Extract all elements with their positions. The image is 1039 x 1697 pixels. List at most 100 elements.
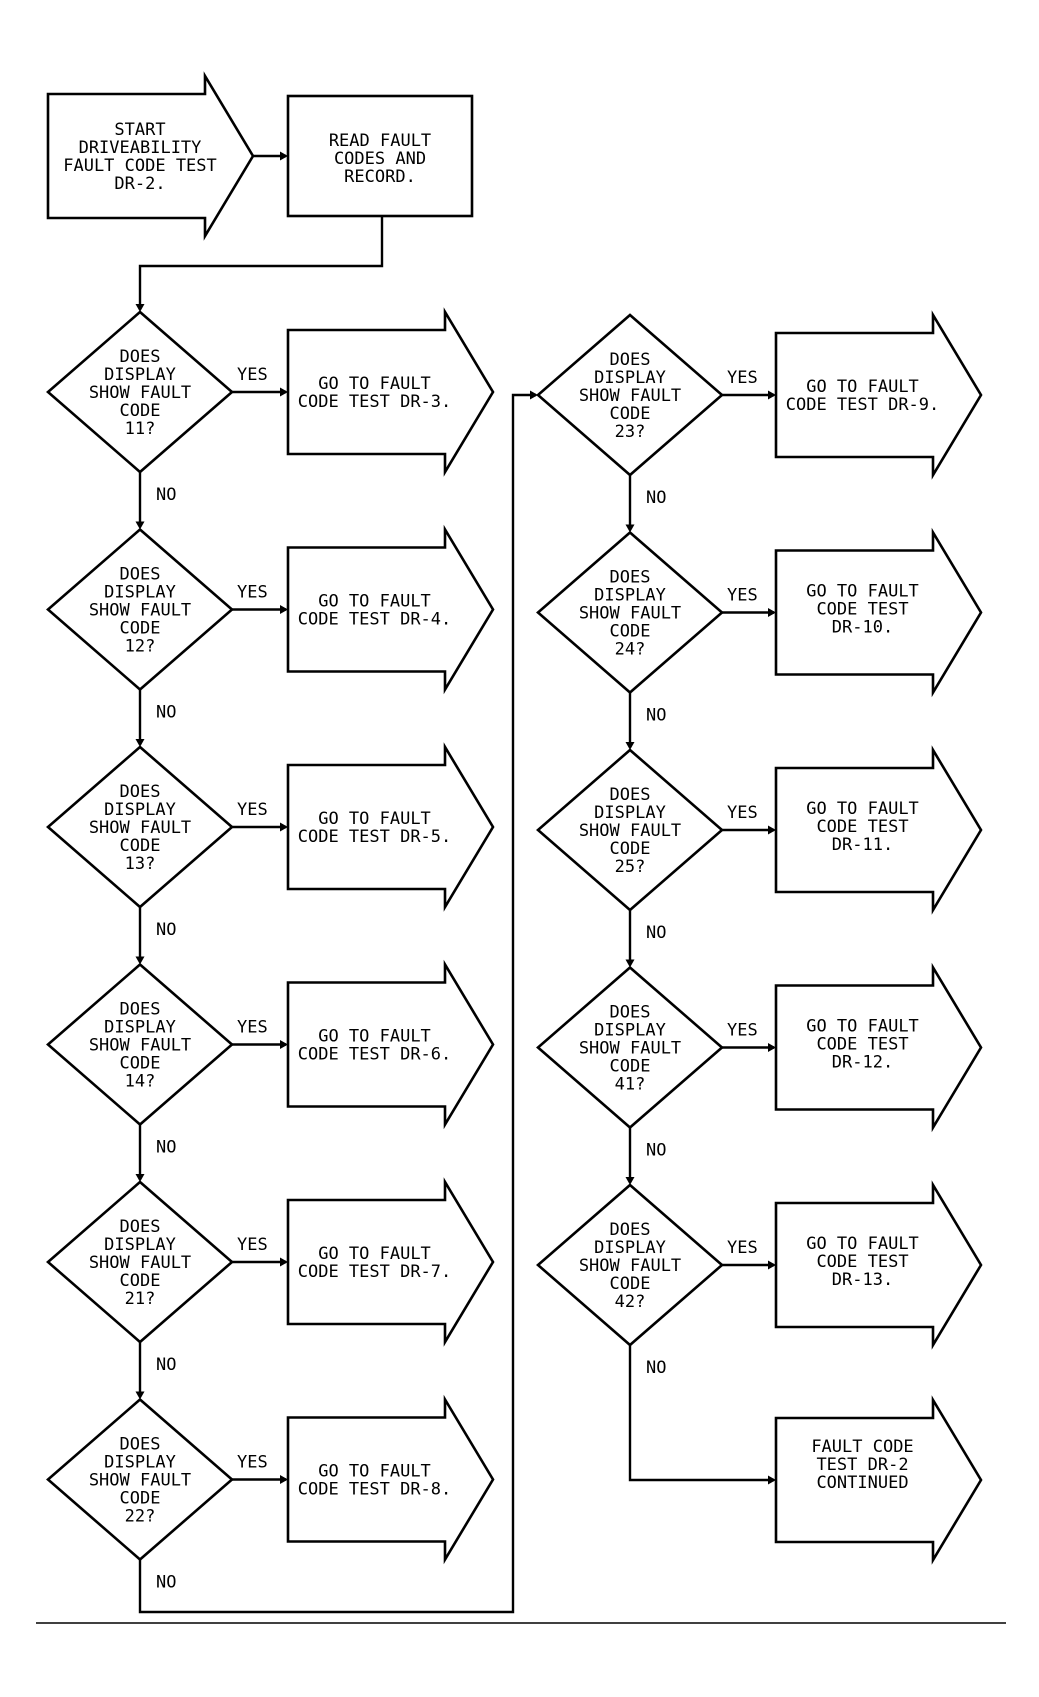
yes-arrowhead [768,390,776,400]
no-label: NO [156,703,176,723]
action-shape [286,1177,495,1347]
decision-diamond [536,965,724,1130]
action-text-line: GO TO FAULT [318,374,431,394]
action-text-line: DR-11. [832,835,893,855]
action-text-line: CODE TEST DR-7. [298,1262,452,1282]
action-text-line: GO TO FAULT [318,592,431,612]
decision-text-line: DOES [610,785,651,805]
decision-text-line: SHOW FAULT [89,1036,191,1056]
no-label: NO [156,1573,176,1593]
decision-diamond [536,1183,724,1347]
decision-diamond [536,530,724,695]
continued-text-line: CONTINUED [816,1473,908,1493]
decision-text-line: DOES [120,347,161,367]
no-label: NO [156,920,176,940]
decision-text-line: SHOW FAULT [89,383,191,403]
action-shape [286,742,495,912]
decision-text-line: CODE [120,619,161,639]
read-codes-text-line: READ FAULT [329,131,431,151]
decision-text-line: SHOW FAULT [579,386,681,406]
decision-text-line: DISPLAY [104,1235,176,1255]
action-shape [774,310,983,480]
action-text-line: GO TO FAULT [318,809,431,829]
no-arrowhead [625,524,635,533]
yes-label: YES [237,800,268,820]
yes-arrowhead [768,608,776,617]
start-text-line: FAULT CODE TEST [63,156,217,176]
decision-diamond [46,745,234,909]
yes-label: YES [727,1021,758,1041]
connector-layer [135,151,776,1614]
start-shape [46,71,255,241]
yes-arrowhead [280,605,288,614]
no-label: NO [646,1141,666,1161]
no-label: NO [646,923,666,943]
to-continued-connector [628,1345,774,1482]
action-text-line: DR-12. [832,1053,893,1073]
decision-text-line: DISPLAY [104,1018,176,1038]
decision-text-line: DOES [120,1217,161,1237]
yes-arrowhead [280,822,288,832]
decision-text-line: DISPLAY [104,1453,176,1473]
column-link-arrowhead [530,390,538,400]
action-text-line: GO TO FAULT [318,1244,431,1264]
read-to-first-decision-arrowhead [135,304,145,312]
action-text-line: CODE TEST DR-8. [298,1480,452,1500]
action-text-line: CODE TEST [816,600,908,620]
action-text-line: GO TO FAULT [806,1234,919,1254]
read-codes-text-line: CODES AND [334,149,426,169]
decision-diamond [536,748,724,912]
start-to-read-arrowhead [280,151,288,161]
action-shape [286,307,495,477]
decision-diamond [46,1397,234,1562]
start-text-line: START [114,120,165,140]
no-label: NO [646,488,666,508]
no-arrowhead [135,521,145,530]
yes-label: YES [727,586,758,606]
action-text-line: GO TO FAULT [318,1462,431,1482]
decision-text-line: DOES [610,1003,651,1023]
yes-label: YES [237,1453,268,1473]
no-arrowhead [135,739,145,747]
decision-text-line: SHOW FAULT [89,1253,191,1273]
decision-text-line: DISPLAY [104,583,176,603]
decision-text-line: CODE [120,836,161,856]
decision-text-line: DISPLAY [594,803,666,823]
yes-arrowhead [768,1260,776,1270]
decision-text-line: DISPLAY [594,1238,666,1258]
yes-arrowhead [280,1475,288,1484]
continued-text-line: TEST DR-2 [816,1455,908,1475]
start-text-line: DRIVEABILITY [79,138,202,158]
decision-text-line: 41? [615,1075,646,1095]
action-text-line: GO TO FAULT [318,1027,431,1047]
yes-arrowhead [768,825,776,835]
read-to-first-decision-connector [138,216,384,306]
continued-text-line: FAULT CODE [811,1437,913,1457]
action-text-line: CODE TEST DR-5. [298,827,452,847]
no-label: NO [156,1138,176,1158]
decision-text-line: SHOW FAULT [89,601,191,621]
yes-label: YES [237,1018,268,1038]
no-label: NO [156,1355,176,1375]
action-shape [774,1180,983,1350]
decision-text-line: SHOW FAULT [89,1471,191,1491]
action-shape [286,959,495,1130]
action-text-line: CODE TEST [816,817,908,837]
decision-text-line: CODE [610,404,651,424]
